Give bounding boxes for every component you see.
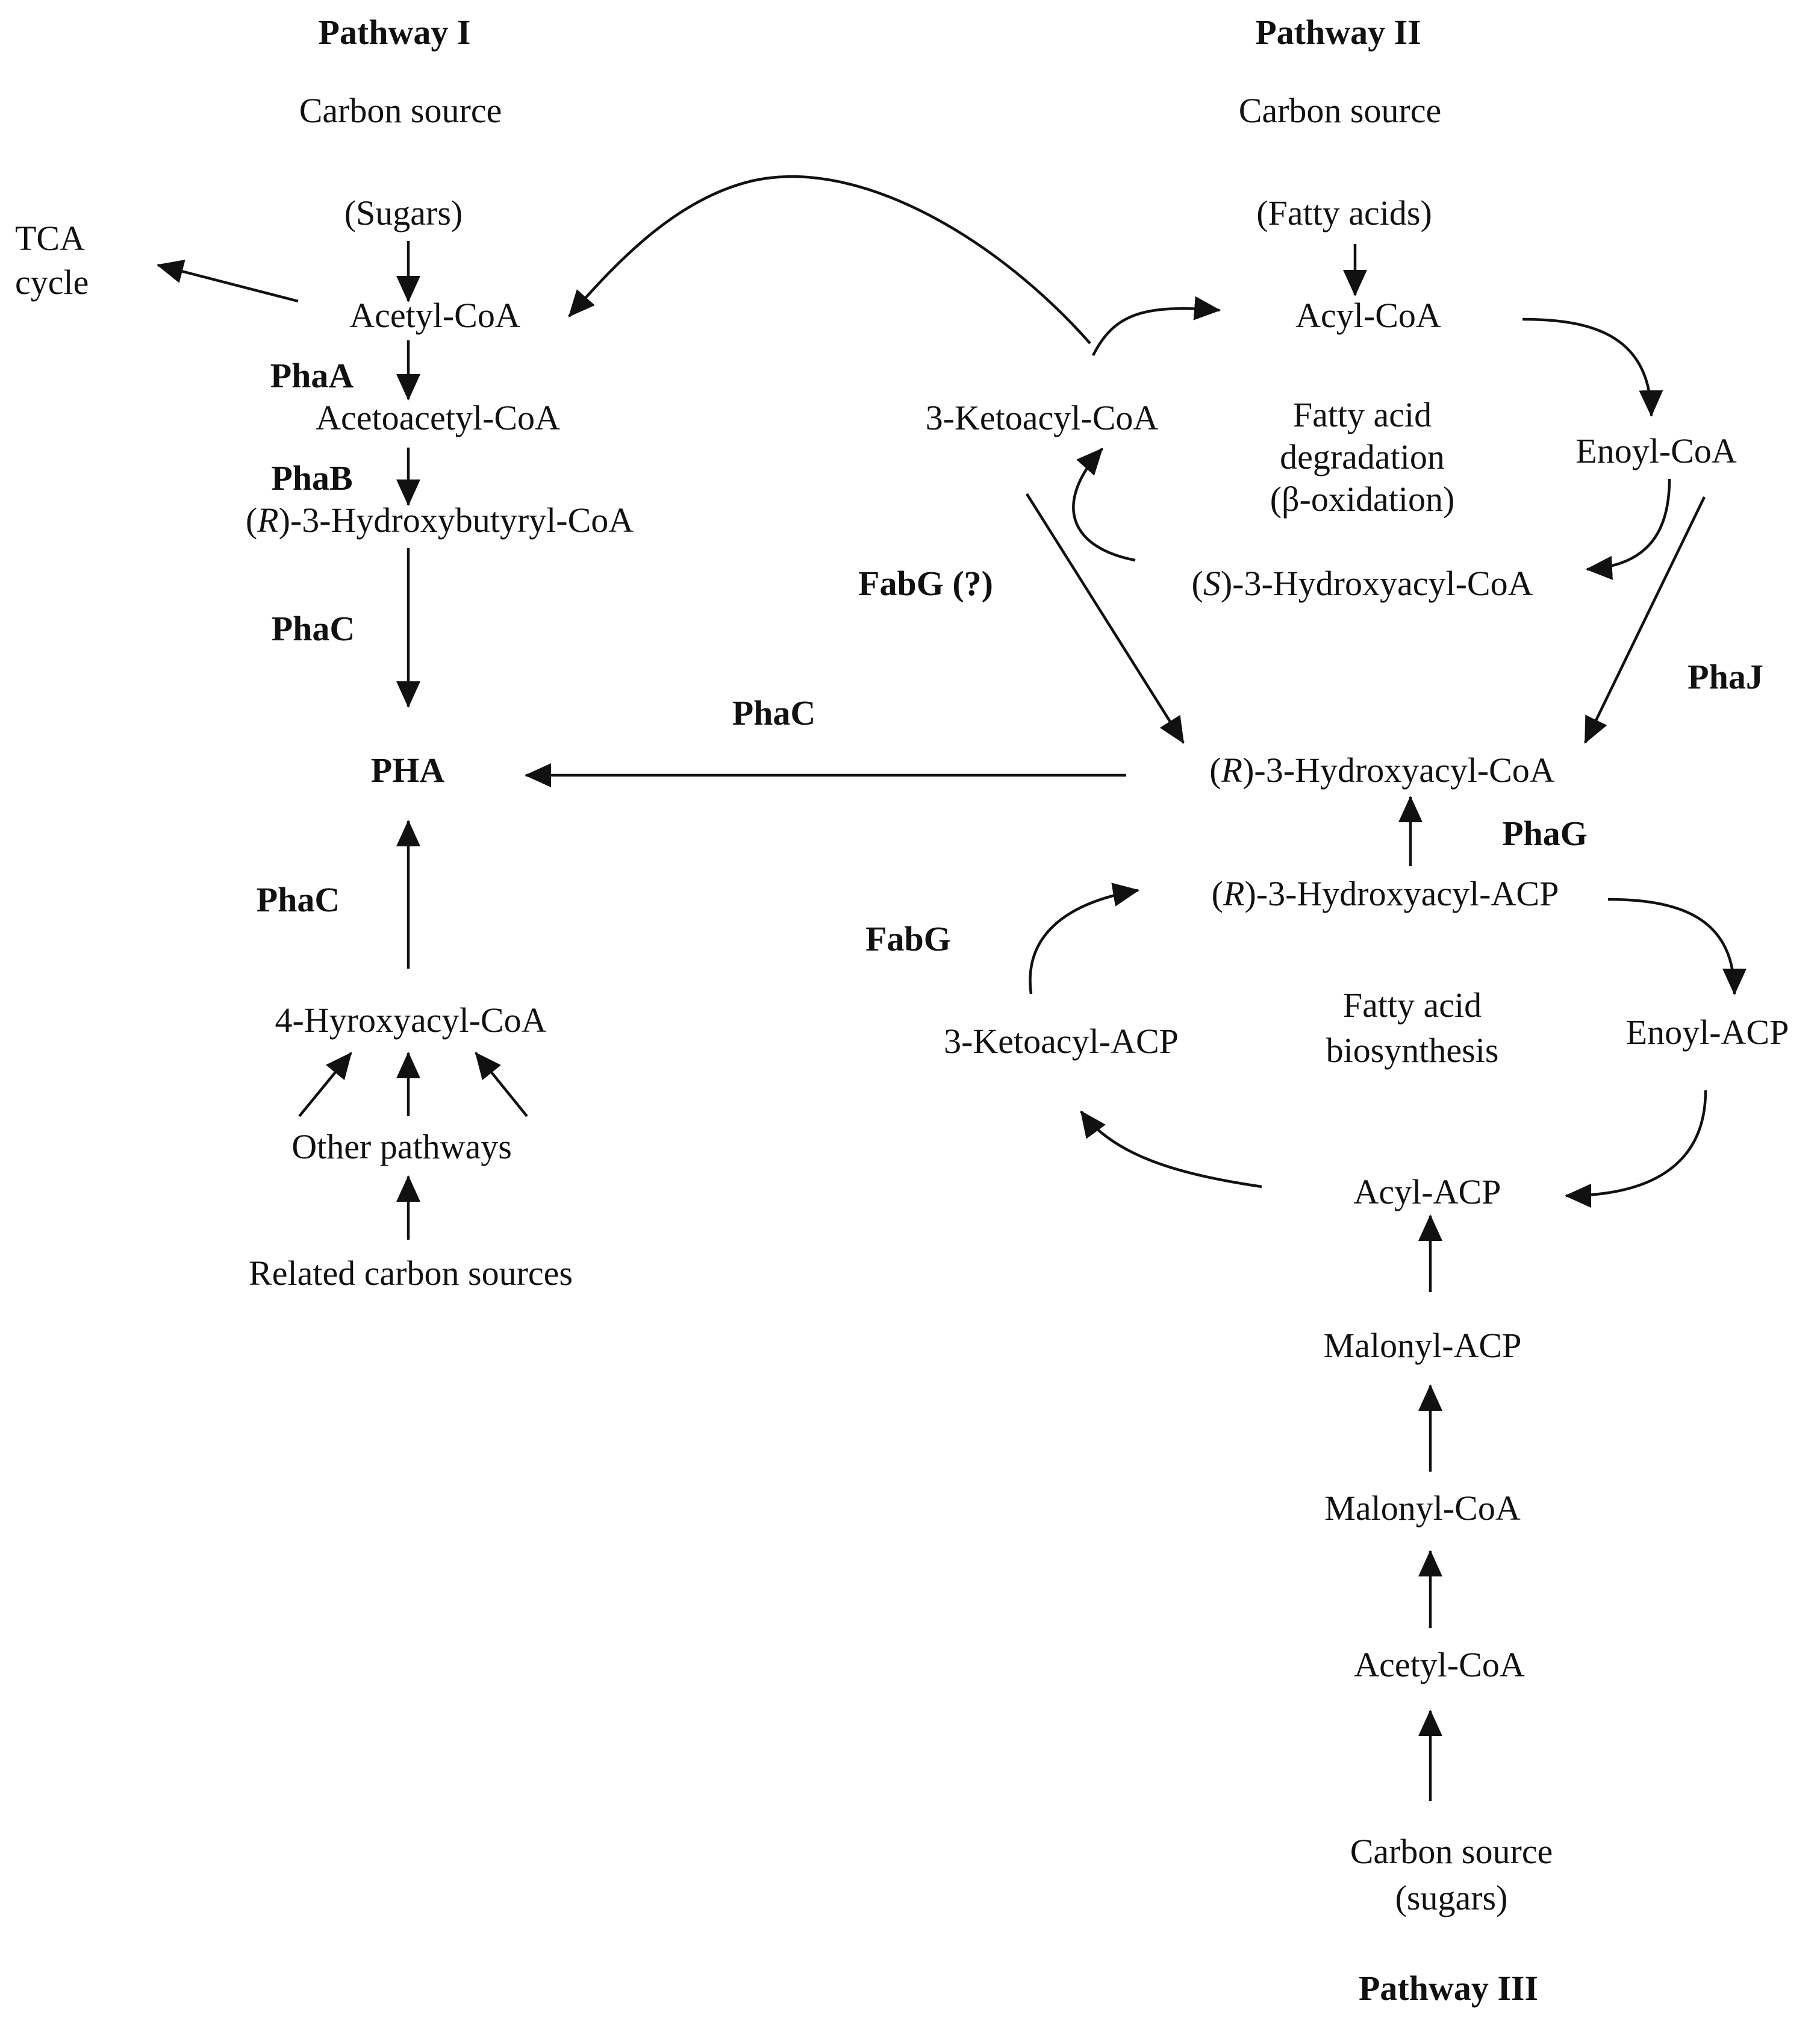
acyl-acp-node: Acyl-ACP: [1354, 1172, 1501, 1211]
arrow-s-hydroxyacyl-coa-to-ketoacyl-coa: [1072, 448, 1136, 562]
arrow-acyl-coa-to-enoyl-coa: [1522, 317, 1663, 417]
enzyme-pha-j: PhaJ: [1688, 657, 1763, 696]
acyl-coa-node: Acyl-CoA: [1295, 296, 1441, 335]
pathway-2-title: Pathway II: [1255, 13, 1421, 52]
arrow-acetyl-coa-to-tca: [157, 260, 299, 303]
enzyme-fabg: FabG: [865, 919, 951, 958]
ketoacyl-acp-node: 3-Ketoacyl-ACP: [944, 1022, 1179, 1061]
acetoacetyl-coa-node: Acetoacetyl-CoA: [316, 398, 560, 437]
arrow-ketoacyl-acp-to-r-hydroxyacyl-acp: [1029, 882, 1139, 995]
enzyme-pha-c-top: PhaC: [272, 609, 355, 648]
pathway-3-title: Pathway III: [1359, 1969, 1538, 2008]
arrow-enoyl-coa-to-r-hydroxyacyl-coa: [1583, 496, 1706, 744]
pathway-1-carbon-source: Carbon source: [299, 91, 502, 130]
tca-label-line1: TCA: [15, 219, 85, 258]
arrow-enoyl-coa-to-s-hydroxyacyl-coa: [1586, 478, 1671, 580]
hydroxyacyl-4-coa-node: 4-Hyroxyacyl-CoA: [275, 1001, 546, 1040]
pathway-1: Pathway I Carbon source (Sugars) TCA cyc…: [15, 13, 634, 1293]
related-carbon-sources-node: Related carbon sources: [249, 1254, 573, 1293]
carbon-source-sugars-line2: (sugars): [1395, 1878, 1508, 1917]
degradation-label-line3: (β-oxidation): [1270, 480, 1455, 519]
arrow-ketoacyl-coa-to-r-hydroxyacyl-coa: [1026, 493, 1185, 744]
enzyme-pha-g: PhaG: [1502, 814, 1588, 853]
acetyl-coa-node-biosynthesis: Acetyl-CoA: [1354, 1645, 1525, 1684]
malonyl-coa-node: Malonyl-CoA: [1324, 1489, 1521, 1528]
arrow-ketoacyl-coa-to-acyl-coa: [1091, 296, 1221, 357]
degradation-label-line2: degradation: [1280, 437, 1445, 476]
arrow-other-pathways-left: [298, 1052, 352, 1117]
ketoacyl-coa-node: 3-Ketoacyl-CoA: [926, 398, 1159, 437]
pathway-2: Pathway II Carbon source (Fatty acids) A…: [525, 13, 1763, 790]
pha-product-node: PHA: [371, 751, 445, 790]
enoyl-coa-node: Enoyl-CoA: [1575, 431, 1737, 470]
enzyme-pha-c-bottom: PhaC: [257, 880, 340, 919]
arrow-ketoacyl-coa-to-acetyl-coa: [568, 175, 1091, 345]
pathway-3: PhaG (R)-3-Hydroxyacyl-ACP FabG 3-Ketoac…: [865, 796, 1789, 2008]
arrow-enoyl-acp-to-acyl-acp: [1565, 1090, 1707, 1208]
pathway-1-title: Pathway I: [319, 13, 471, 52]
enzyme-pha-b: PhaB: [271, 458, 352, 498]
hydroxybutyryl-coa-node: (R)-3-Hydroxybutyryl-CoA: [246, 501, 634, 540]
s-hydroxyacyl-coa-node: (S)-3-Hydroxyacyl-CoA: [1192, 564, 1533, 603]
arrow-r-hydroxyacyl-acp-to-enoyl-acp: [1607, 898, 1747, 995]
malonyl-acp-node: Malonyl-ACP: [1324, 1326, 1522, 1365]
arrow-acyl-acp-to-ketoacyl-acp: [1080, 1110, 1262, 1189]
carbon-source-sugars-line1: Carbon source: [1350, 1832, 1553, 1871]
acetyl-coa-node: Acetyl-CoA: [349, 296, 520, 335]
sugars-label: (Sugars): [344, 193, 463, 233]
pathway-2-carbon-source: Carbon source: [1239, 91, 1442, 130]
enoyl-acp-node: Enoyl-ACP: [1626, 1013, 1789, 1052]
arrow-other-pathways-right: [475, 1052, 528, 1117]
r-hydroxyacyl-coa-node: (R)-3-Hydroxyacyl-CoA: [1209, 751, 1555, 790]
enzyme-pha-c-middle: PhaC: [732, 693, 816, 733]
biosynthesis-label-line2: biosynthesis: [1326, 1031, 1499, 1070]
enzyme-fabg-uncertain: FabG (?): [858, 564, 993, 603]
degradation-label-line1: Fatty acid: [1293, 395, 1432, 434]
enzyme-pha-a: PhaA: [270, 356, 354, 395]
fatty-acids-label: (Fatty acids): [1256, 193, 1432, 233]
r-hydroxyacyl-acp-node: (R)-3-Hydroxyacyl-ACP: [1212, 874, 1559, 913]
other-pathways-node: Other pathways: [291, 1127, 512, 1166]
tca-label-line2: cycle: [15, 263, 89, 302]
biosynthesis-label-line1: Fatty acid: [1343, 986, 1482, 1025]
